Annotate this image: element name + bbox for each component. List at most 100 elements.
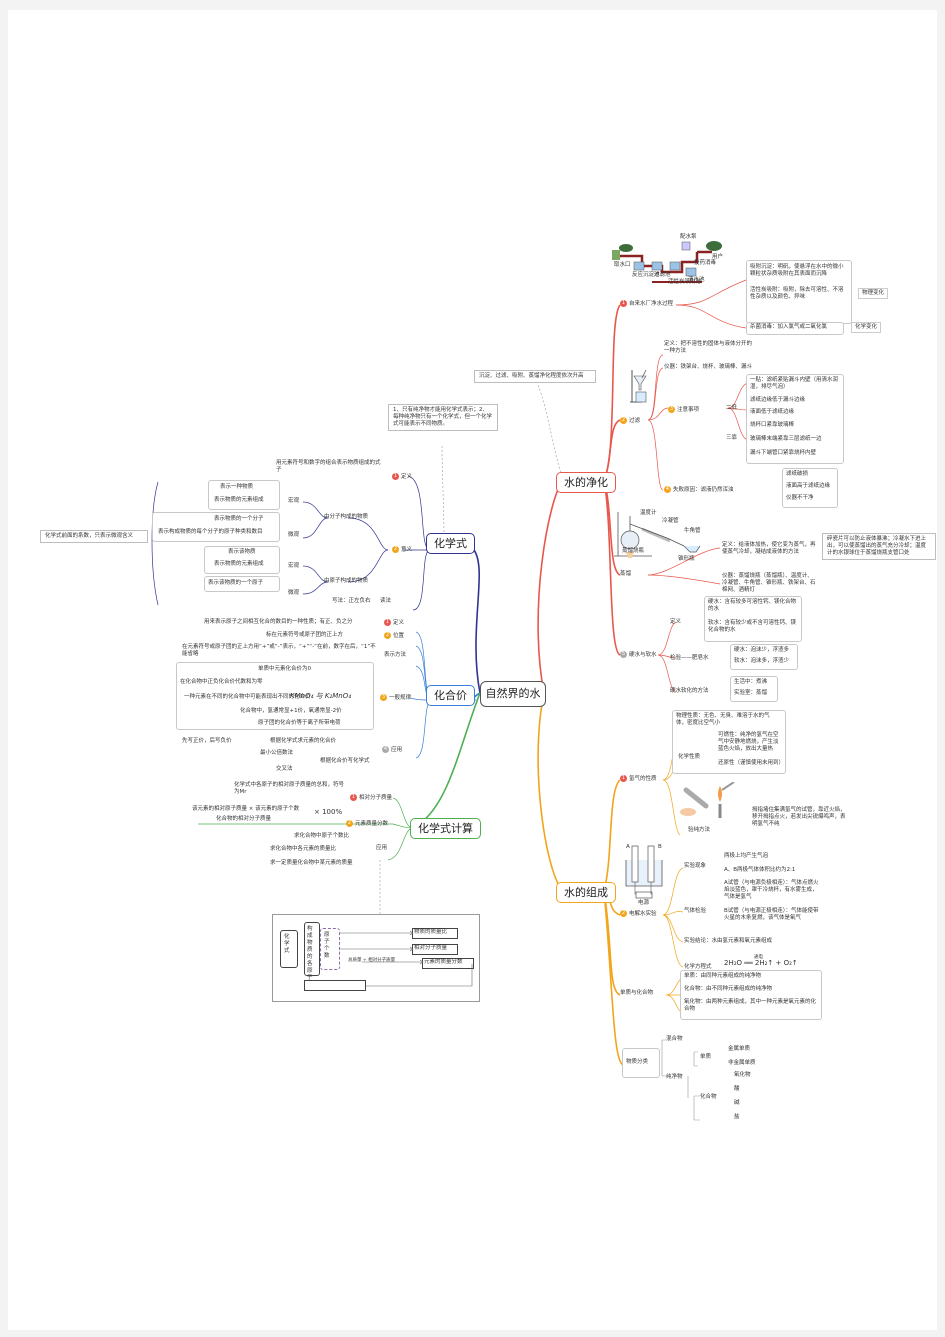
electrode-a: A xyxy=(626,844,630,850)
number-3-icon: 3 xyxy=(668,406,675,413)
number-1b-icon: 1 xyxy=(620,775,627,782)
formula-meaning-label: 意义 xyxy=(401,547,413,553)
meaning-box-3 xyxy=(204,546,280,574)
hydrogen-physical: 物理性质：无色、无臭、难溶于水的气体，密度比空气小 xyxy=(676,713,770,726)
formula-note: 1、只有纯净物才能用化学式表示；2、每种纯净物只有一个化学式，但一个化学式可能表… xyxy=(388,404,498,431)
hard-def-box xyxy=(704,596,802,642)
hard-test-label: 检验——肥皂水 xyxy=(670,655,709,661)
read-rule: 读法 xyxy=(380,598,392,604)
number-5-icon: 5 xyxy=(620,651,627,658)
fraction-percent: × 100% xyxy=(314,808,343,816)
meaning-5: 表示该物质 xyxy=(228,549,256,555)
number-1e-icon: 1 xyxy=(350,794,357,801)
rel-atoms-box xyxy=(304,922,320,976)
mixture: 混合物 xyxy=(666,1036,683,1042)
phenomenon-label: 实验现象 xyxy=(684,863,707,869)
hard-test-1: 硬水：泡沫少，浮渣多 xyxy=(734,647,790,653)
diagram-label-pump: 配水泵 xyxy=(680,234,697,240)
oxide: 氧化物 xyxy=(734,1072,751,1078)
formula-by-ion: 由原子构成的物质 xyxy=(324,578,369,584)
connector-lines xyxy=(151,279,749,1066)
valence-use-4: 交叉法 xyxy=(276,766,293,772)
distill-topic[interactable]: 蒸馏 xyxy=(620,571,632,577)
compound-def: 化合物：由不同种元素组成的纯净物 xyxy=(684,986,773,992)
electrolysis-apparatus: A B 电源 xyxy=(622,840,666,906)
purify-methods-box xyxy=(746,260,852,324)
central-topic[interactable]: 自然界的水 xyxy=(480,681,546,707)
equation-label: 化学方程式 xyxy=(684,964,712,970)
rel-mass-box xyxy=(304,980,366,991)
filter-notes-box xyxy=(746,374,844,464)
hydrogen-purity-note: 拇指堵住集满氢气的试管，靠近火焰，移开拇指点火，若发出尖锐爆鸣声，表明氢气不纯 xyxy=(752,807,846,827)
three-lean-label: 三靠 xyxy=(726,435,738,441)
valence-rule-1: 单质中元素化合价为0 xyxy=(258,666,311,672)
substance-topic[interactable]: 单质与化合物 xyxy=(620,990,654,996)
valence-show-label: 表示方法 xyxy=(384,652,407,658)
rel-mr: 相对分子质量 xyxy=(414,945,448,951)
diagram-label-settling: 反应沉淀池 xyxy=(632,272,660,278)
valence-use-5: 先写正价，后写负价 xyxy=(182,738,232,744)
rel-formula-box xyxy=(280,930,298,968)
hard-def-2: 软水：含有较少或不含可溶性钙、镁化合物的水 xyxy=(708,620,797,633)
three-lean-1: 烧杯口紧靠玻璃棒 xyxy=(750,422,795,428)
two-low-label: 二低 xyxy=(726,405,738,411)
mr-text: 化学式中各原子的相对原子质量的总和，符号为Mr xyxy=(234,782,345,795)
valence-use-1: 根据化学式求元素的化合价 xyxy=(270,738,337,744)
two-low-1: 滤纸边缘低于漏斗边缘 xyxy=(750,397,806,403)
valence-rules-label: 一般规律 xyxy=(389,695,412,701)
three-lean-3: 漏斗下端管口紧靠烧杯内壁 xyxy=(750,450,817,456)
valence-use-2: 根据化合价写化学式 xyxy=(320,758,370,764)
chemical-change-label: 化学变化 xyxy=(851,322,882,333)
hard-definition-label: 定义 xyxy=(670,619,682,625)
rel-fraction-box xyxy=(422,958,474,969)
gas-test-label: 气体检验 xyxy=(684,908,707,914)
hydrogen-chem-1: 可燃性：纯净的氢气在空气中安静地燃烧，产生淡蓝色火焰，放出大量热 xyxy=(718,732,779,752)
branch-water-composition[interactable]: 水的组成 xyxy=(556,882,616,903)
hard-soften-1: 生活中：煮沸 xyxy=(734,679,768,685)
turbid-1: 滤纸破损 xyxy=(786,471,809,477)
number-2c-icon: 2 xyxy=(392,546,399,553)
compound: 化合物 xyxy=(700,1094,717,1100)
branch-valence[interactable]: 化合价 xyxy=(426,685,475,706)
filter-label: 过滤 xyxy=(629,418,641,424)
branch-water-purification[interactable]: 水的净化 xyxy=(556,472,616,493)
diagram-label-intake: 取水口 xyxy=(614,262,631,268)
label-distill-flask: 蒸馏烧瓶 xyxy=(622,548,645,554)
valence-use-label: 应用 xyxy=(391,747,403,753)
valence-use-3: 最小公倍数法 xyxy=(260,750,294,756)
gas-test-2: B试管（与电源正极相连）：气体能使带火星的木条复燃，该气体是氧气 xyxy=(724,908,819,921)
filter-tools: 仪器：铁架台、烧杯、玻璃棒、漏斗 xyxy=(664,364,753,370)
rel-fraction: 元素的质量分数 xyxy=(424,959,463,965)
diagram-label-filter: 过滤池 xyxy=(654,272,671,278)
nonmetal-element: 非金属单质 xyxy=(728,1060,756,1066)
micro-1: 微观 xyxy=(288,532,300,538)
filter-apparatus-icon xyxy=(630,369,647,403)
label-thermometer: 温度计 xyxy=(640,510,657,516)
coefficient-note: 化学式前面的系数，只表示微观含义 xyxy=(40,530,148,543)
label-adapter: 牛角管 xyxy=(684,528,701,534)
number-2d-icon: 2 xyxy=(384,632,391,639)
valence-rule-3: 一种元素在不同的化合物中可能表现出不同的化合价 xyxy=(184,694,311,700)
classification-label[interactable]: 物质分类 xyxy=(626,1059,649,1065)
number-1c-icon: 1 xyxy=(392,473,399,480)
distillation-apparatus-icon xyxy=(614,512,701,558)
number-4d-icon: 4 xyxy=(382,746,389,753)
meaning-1: 表示一种物质 xyxy=(220,484,254,490)
branch-chemical-formula[interactable]: 化学式 xyxy=(426,533,475,554)
branch-formula-calculation[interactable]: 化学式计算 xyxy=(410,818,481,839)
